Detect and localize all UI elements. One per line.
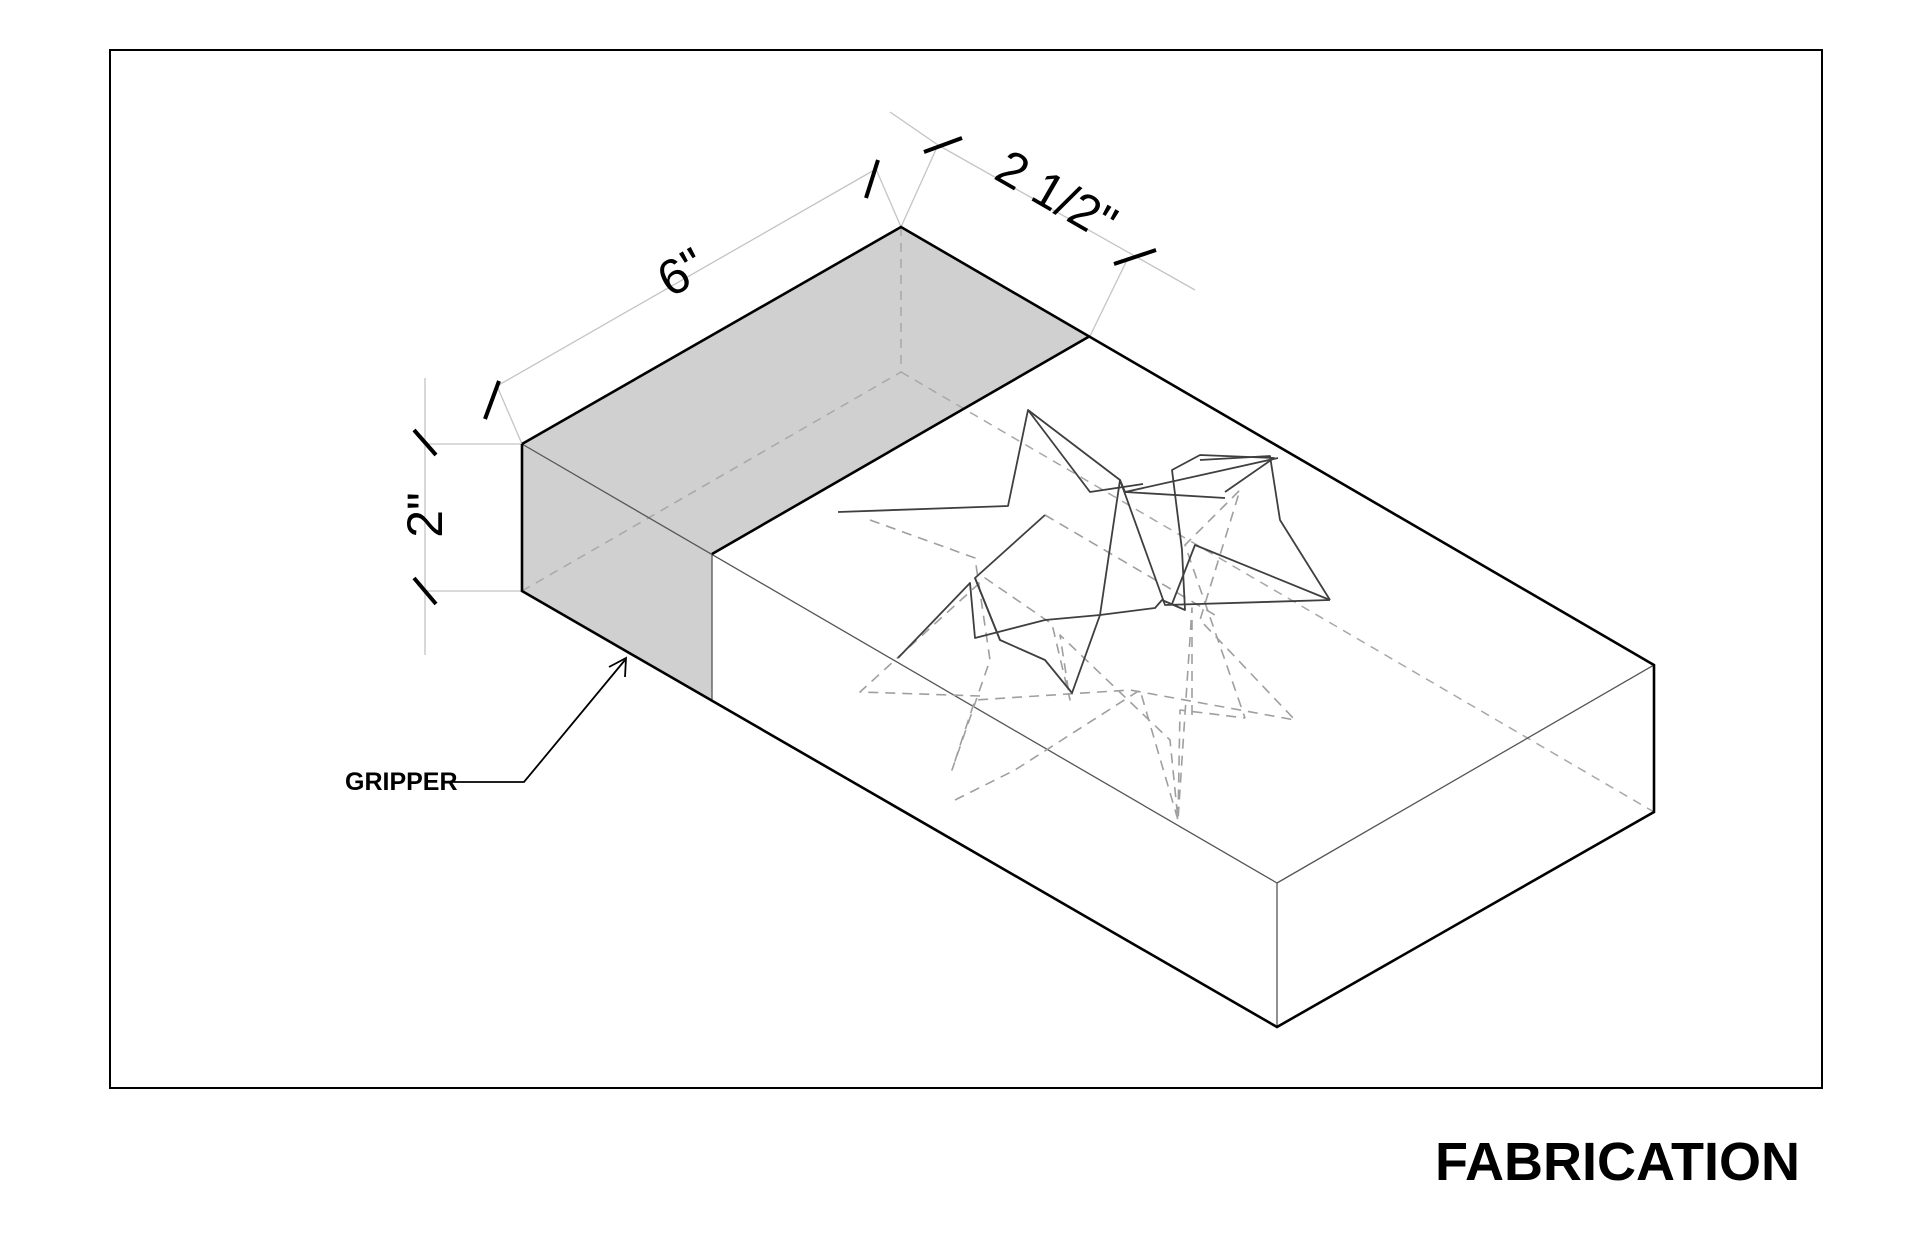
thin-box-edges [521, 443, 1655, 1027]
gripper-label: GRIPPER [345, 768, 458, 796]
dimension-label-height: 2" [397, 492, 453, 538]
folded-star-visible-lines [837, 409, 1331, 694]
gripper-shaded-region [522, 227, 1090, 700]
dimension-ticks [412, 136, 1157, 606]
dimension-label-length: 6" [648, 237, 715, 308]
gripper-front-face [522, 444, 712, 700]
gripper-callout: GRIPPER [345, 656, 627, 796]
gripper-top-face [522, 227, 1090, 554]
folded-star-hidden-lines [859, 489, 1296, 821]
gripper-leader-line [450, 659, 626, 783]
gripper-arrowhead-icon [608, 656, 627, 678]
hidden-box-edges [521, 227, 1655, 813]
dimension-label-width: 2 1/2" [987, 139, 1127, 252]
sheet-title: FABRICATION [1435, 1132, 1800, 1192]
box-outline [520, 225, 1656, 1029]
extension-lines [424, 111, 1196, 655]
drawing-frame [109, 49, 1823, 1089]
